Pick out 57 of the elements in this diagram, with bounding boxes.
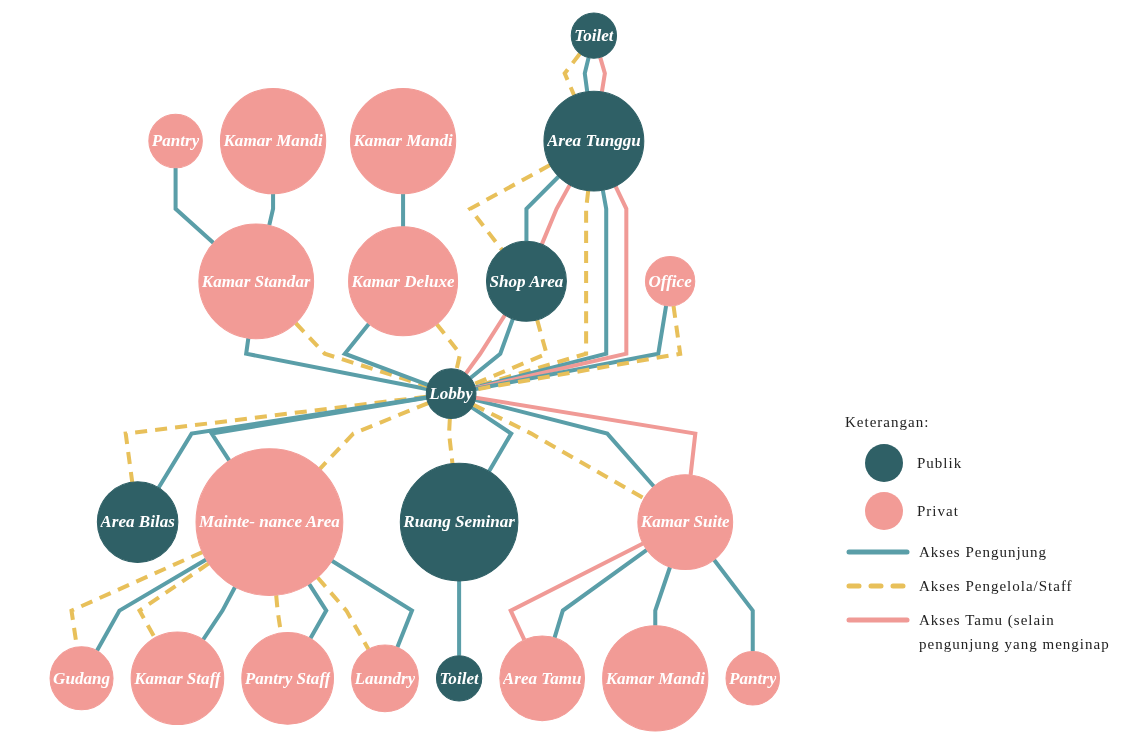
legend-label: Akses Pengelola/Staff xyxy=(919,577,1073,596)
public-area-bubble: Shop Area xyxy=(486,240,568,322)
connector-line xyxy=(598,56,608,93)
connector-line xyxy=(470,405,515,473)
private-area-bubble: Office xyxy=(645,256,696,307)
connector-line xyxy=(457,580,462,656)
connector-line xyxy=(540,183,572,246)
private-area-bubble: Kamar Mandi xyxy=(220,87,327,195)
connector-line xyxy=(472,402,646,501)
connector-line xyxy=(341,322,429,387)
legend-label: Privat xyxy=(917,502,959,521)
connector-line xyxy=(464,313,507,375)
connector-line xyxy=(137,561,211,639)
connector-line xyxy=(475,395,698,476)
public-area-bubble: Lobby xyxy=(426,368,477,420)
connector-line xyxy=(330,559,415,649)
private-area-bubble: Kamar Mandi xyxy=(602,625,709,732)
connector-line xyxy=(123,394,427,483)
private-area-bubble: Mainte- nance Area xyxy=(195,448,344,597)
private-area-bubble: Kamar Standar xyxy=(198,223,315,340)
connector-line xyxy=(552,548,649,639)
private-area-bubble: Kamar Suite xyxy=(637,474,734,570)
legend-label: Publik xyxy=(917,454,963,473)
private-area-bubble: Gudang xyxy=(49,646,114,711)
connector-line xyxy=(562,52,582,97)
connector-line xyxy=(712,558,755,652)
connector-line xyxy=(244,337,428,391)
connector-line xyxy=(467,163,552,251)
connector-line xyxy=(316,576,371,651)
public-area-bubble: Toilet xyxy=(436,655,483,702)
private-area-bubble: Pantry xyxy=(725,651,781,706)
private-area-bubble: Laundry xyxy=(351,644,420,713)
connector-line xyxy=(173,167,216,245)
connector-line xyxy=(208,395,428,462)
public-area-bubble: Ruang Seminar xyxy=(400,462,519,582)
connector-line xyxy=(508,541,645,641)
connector-line xyxy=(524,175,561,242)
legend-heading: Keterangan: xyxy=(845,413,931,432)
legend-label: Akses Tamu (selain pengunjung yang menginap xyxy=(919,611,1111,654)
connector-line xyxy=(447,418,455,464)
connector-line xyxy=(201,586,238,641)
connector-line xyxy=(435,322,463,370)
connector-line xyxy=(318,401,430,471)
private-area-bubble: Kamar Mandi xyxy=(350,87,457,195)
connector-line xyxy=(267,193,276,226)
connector-line xyxy=(307,582,329,640)
private-area-bubble: Kamar Deluxe xyxy=(348,226,459,337)
connector-line xyxy=(474,397,656,488)
private-area-bubble: Pantry xyxy=(148,113,204,169)
connector-line xyxy=(95,557,208,652)
public-area-bubble: Toilet xyxy=(570,12,618,59)
connector-line xyxy=(469,318,515,380)
connector-line xyxy=(582,57,591,92)
connector-line xyxy=(401,193,406,227)
legend-label: Akses Pengunjung xyxy=(919,543,1048,562)
connector-line xyxy=(473,319,550,386)
connector-line xyxy=(653,566,673,626)
